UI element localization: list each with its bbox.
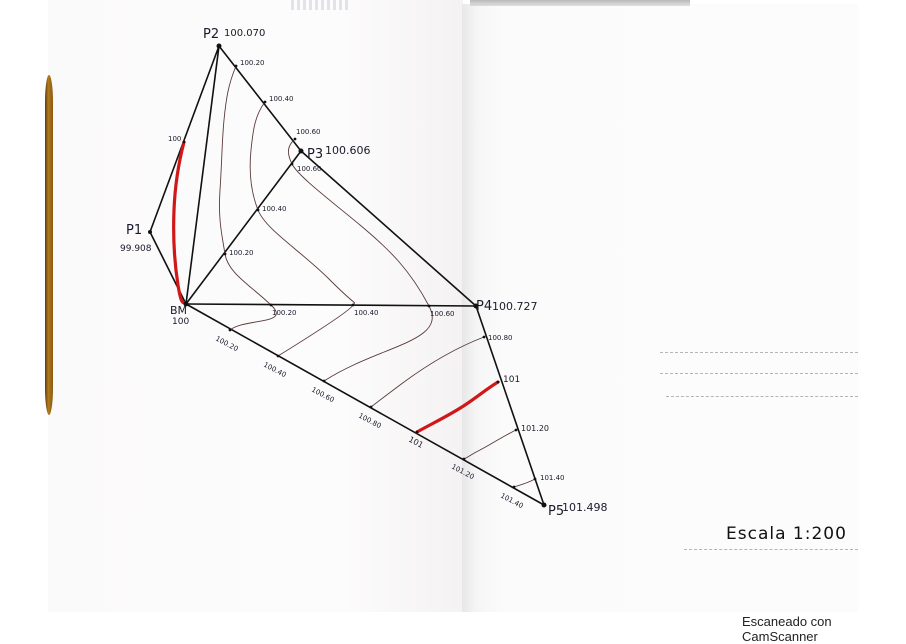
- tick-label: 100.60: [296, 128, 321, 136]
- dashed-line: [660, 373, 858, 374]
- line-p3-p4: [300, 150, 477, 307]
- top-fold-shadow: [470, 0, 690, 6]
- tick-label: 100.60: [430, 310, 455, 318]
- station-p1-dot: [148, 230, 152, 234]
- right-sheet: [462, 4, 858, 612]
- line-p2-p3: [218, 45, 302, 152]
- station-p1-label: P1: [126, 223, 142, 238]
- tick-label: 101.20: [521, 424, 549, 433]
- line-p4-p5: [475, 305, 545, 506]
- contour-100-index: [172, 140, 188, 306]
- contour-100-80: [370, 336, 485, 408]
- contour-101-index: [415, 380, 500, 434]
- bleed-through-marks: [291, 0, 351, 10]
- binding-edge: [45, 75, 53, 415]
- station-p3-label: P3: [307, 147, 323, 162]
- dashed-line: [666, 396, 858, 397]
- tick-label: 100.40: [262, 361, 287, 380]
- contour-100-40: [249, 101, 355, 357]
- tick-label: 100.60: [310, 386, 335, 405]
- station-p5-label: P5: [548, 504, 564, 519]
- station-p2-dot: [216, 43, 222, 49]
- station-bm-label: BM: [170, 304, 187, 317]
- line-p1-p2: [149, 45, 220, 233]
- tick-label: 100.80: [488, 334, 513, 342]
- interpolation-ticks: [182, 64, 537, 489]
- dashed-line: [660, 352, 858, 353]
- contour-101-40: [513, 478, 536, 488]
- contour-lines: [219, 65, 536, 488]
- contour-101-20: [463, 429, 517, 460]
- tick-label: 100.40: [354, 309, 379, 317]
- tick-label: 100.40: [262, 205, 287, 213]
- line-bm-p2: [185, 45, 220, 305]
- station-p2-label: P2: [203, 27, 219, 42]
- traverse-lines: [149, 45, 545, 506]
- station-p3-elevation: 100.606: [325, 144, 371, 157]
- station-p1-elevation: 99.908: [120, 244, 152, 254]
- contour-100-60: [288, 138, 433, 382]
- contour-100-20: [219, 65, 277, 331]
- tick-label: 100.80: [357, 412, 382, 431]
- station-p5-dot: [541, 502, 547, 508]
- station-p2-elevation: 100.070: [224, 28, 265, 39]
- tick-label: 101.20: [450, 463, 475, 482]
- station-bm-elevation: 100: [172, 317, 189, 327]
- station-labels: BM 100 P1 99.908 P2 100.070 P3 100.606 P…: [120, 27, 608, 519]
- station-p5-elevation: 101.498: [562, 501, 608, 514]
- tick-label: 100: [168, 135, 181, 143]
- tick-label: 100.20: [214, 335, 239, 354]
- line-bm-p4: [185, 303, 477, 307]
- tick-label: 100.60: [297, 165, 322, 173]
- interpolation-labels: 100 100.20 100.40 100.60 100.20 100.40 1…: [168, 59, 565, 510]
- tick-label: 101.40: [540, 474, 565, 482]
- station-p4-dot: [473, 303, 479, 309]
- line-bm-p3: [185, 150, 302, 305]
- dashed-line: [684, 549, 858, 550]
- scale-label: Escala 1:200: [726, 524, 847, 544]
- tick-label: 101.40: [499, 492, 524, 511]
- station-markers: [148, 43, 547, 508]
- tick-label: 101: [503, 375, 520, 385]
- station-p4-elevation: 100.727: [492, 300, 538, 313]
- tick-label: 100.20: [272, 309, 297, 317]
- index-contours: [172, 140, 500, 434]
- station-bm-dot: [183, 301, 189, 307]
- tick-label: 100.40: [269, 95, 294, 103]
- station-p3-dot: [298, 148, 304, 154]
- station-p4-label: P4: [476, 299, 492, 314]
- tick-label: 100.20: [240, 59, 265, 67]
- tick-label: 100.20: [229, 249, 254, 257]
- line-bm-p5: [185, 303, 545, 506]
